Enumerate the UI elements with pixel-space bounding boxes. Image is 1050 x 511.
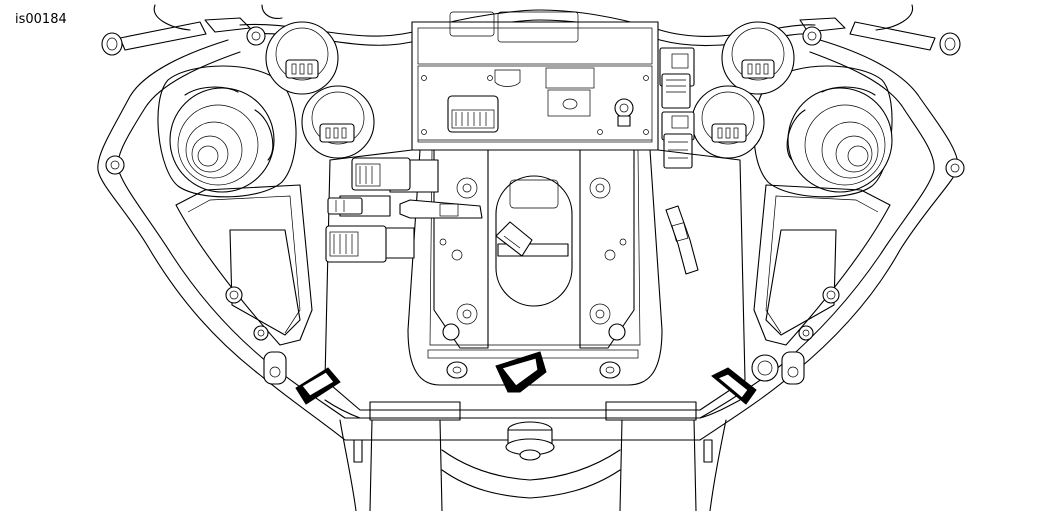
radio-housing: [411, 11, 659, 151]
bottom-connectors: [295, 351, 757, 405]
right-speaker: [753, 65, 965, 198]
left-speaker: [105, 65, 297, 198]
right-upper-connectors: [659, 47, 695, 169]
right-inner-pocket: [751, 184, 891, 385]
left-inner-pocket: [175, 184, 313, 385]
left-harness-connectors: [325, 157, 533, 263]
right-mirror-mount: [799, 4, 961, 56]
center-bracket: [433, 149, 635, 379]
inner-tray: [324, 149, 746, 411]
right-gauges: [691, 21, 795, 159]
left-mirror-mount: [101, 4, 283, 56]
right-small-connector: [665, 205, 699, 275]
lower-fork-assembly: [324, 399, 741, 511]
left-gauges: [265, 21, 375, 159]
figure-id-label: is00184: [15, 12, 67, 27]
